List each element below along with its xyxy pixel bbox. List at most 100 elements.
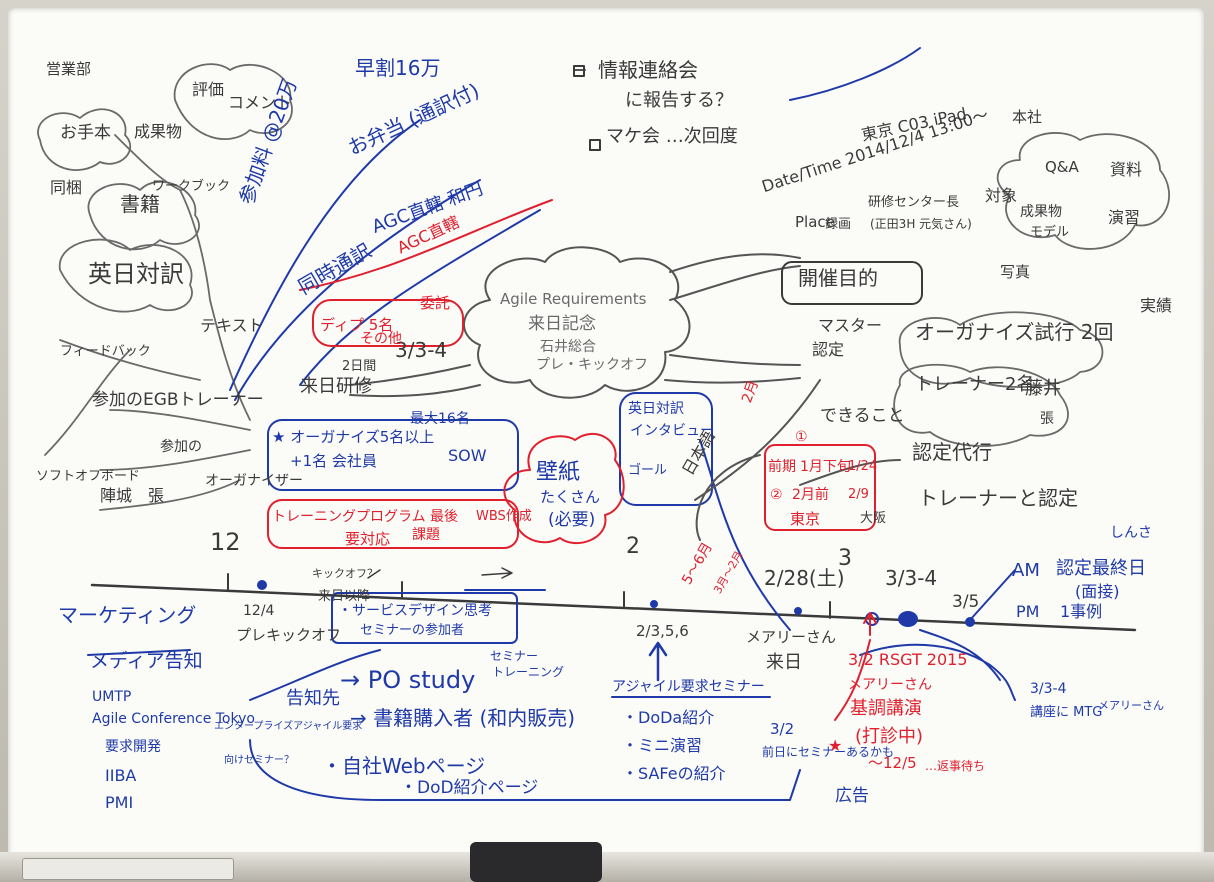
- note-k19: 来日研修: [300, 376, 372, 397]
- note-b42: 広告: [835, 786, 869, 806]
- note-k08: ワークブック: [152, 179, 231, 194]
- note-b17: マーケティング: [58, 603, 197, 627]
- red-box-training: [267, 499, 519, 549]
- note-k18: 2日間: [342, 359, 377, 374]
- note-k67: (面接): [1075, 582, 1120, 601]
- note-r20: 東京: [790, 510, 821, 528]
- timeline-line: [90, 583, 1137, 632]
- note-k26: に報告する？: [625, 90, 733, 111]
- note-b13: 英日対訳: [628, 401, 684, 417]
- note-b10: 壁紙: [536, 460, 581, 485]
- note-b07: +1名 会社員: [290, 452, 377, 470]
- note-k15: ソフトオフボード: [36, 469, 141, 484]
- note-k44: 認定: [812, 340, 845, 359]
- marker-box: [22, 858, 234, 880]
- blue-up-arrow: [648, 641, 668, 682]
- note-r01: ディプ 5名: [320, 316, 394, 334]
- note-k51: 認定代行: [912, 440, 992, 464]
- note-k63: 3/3-4: [885, 566, 938, 590]
- note-k64: 3/5: [952, 592, 980, 612]
- note-k60: メアリーさん: [746, 628, 837, 646]
- red-box-schedule: [764, 444, 876, 531]
- note-b44: 向けセミナー？: [224, 755, 294, 766]
- note-r25: (打診中): [855, 726, 924, 747]
- note-k61: 来日: [766, 652, 802, 673]
- note-k16: 陣城 張: [100, 486, 165, 505]
- checkbox-2: [589, 139, 601, 151]
- note-b39: 3/3-4: [1030, 681, 1067, 697]
- note-b30: → 書籍購入者 (和内販売): [350, 706, 576, 730]
- note-b27: → PO study: [340, 666, 476, 694]
- note-k59: 2/3,5,6: [636, 622, 689, 640]
- note-k32: 研修センター長: [868, 195, 960, 210]
- note-k48: 藤井: [1025, 378, 1061, 399]
- checkbox-1: [573, 65, 585, 77]
- left-mindmap-clouds: [37, 63, 293, 313]
- note-b09: SOW: [448, 446, 487, 465]
- note-b25: ・サービスデザイン思考: [338, 603, 492, 619]
- note-b28: セミナー: [490, 649, 539, 663]
- note-b19: UMTP: [92, 689, 132, 705]
- note-k02: お手本: [60, 123, 111, 143]
- note-r22: 3/2 RSGT 2015: [848, 650, 968, 669]
- note-r15: 1月下旬: [800, 459, 851, 475]
- note-b32: ・DoD紹介ページ: [400, 778, 539, 798]
- note-k31: 録画: [825, 217, 852, 232]
- note-r26: 〜12/5: [868, 754, 917, 772]
- note-k05: 成果物: [134, 122, 183, 141]
- note-b22: IIBA: [105, 766, 137, 785]
- note-k56: プレキックオフ: [236, 626, 342, 644]
- note-k54: 3: [838, 546, 852, 571]
- note-r13: ①: [795, 429, 808, 445]
- blue-kickoff-box: [267, 419, 519, 491]
- note-k49: 張: [1040, 411, 1054, 427]
- red-lines: [299, 199, 877, 721]
- note-b14: インタビュー: [630, 423, 714, 439]
- note-k33: (正田3H 元気さん): [870, 217, 972, 231]
- whiteboard-surface: [8, 8, 1204, 860]
- note-b46: しんさ: [1110, 525, 1152, 541]
- note-b24: 告知先: [286, 688, 340, 709]
- note-k11: フィードバック: [60, 344, 151, 359]
- red-cloud: [503, 433, 625, 545]
- note-k66: 認定最終日: [1056, 558, 1146, 579]
- note-b29: トレーニング: [492, 665, 565, 679]
- note-b15: ゴール: [628, 463, 668, 478]
- branch-right-upper: [669, 253, 801, 301]
- note-b12: (必要): [548, 510, 596, 530]
- note-k01: 営業部: [46, 60, 92, 78]
- note-b35: ・ミニ演習: [622, 736, 703, 755]
- note-b43: エンタープライズアジャイル要求: [214, 721, 363, 732]
- note-b38: 前日にセミナーあるかも: [762, 745, 895, 759]
- note-r23: メアリーさん: [848, 677, 932, 693]
- timeline-arrow-labels: [367, 567, 513, 579]
- note-k53: 2: [626, 534, 640, 559]
- note-k57: キックオフ？: [312, 567, 378, 580]
- note-k69: 1事例: [1060, 602, 1103, 621]
- note-r28: …返事待ち: [925, 759, 986, 773]
- note-k42: 開催目的: [798, 266, 878, 290]
- note-r24: 基調講演: [850, 698, 922, 719]
- note-k07: 書籍: [120, 192, 160, 216]
- gray-misc: [574, 69, 901, 541]
- note-k62: 2/28(土): [764, 566, 845, 590]
- note-k03: 評価: [192, 80, 225, 99]
- note-b26: セミナーの参加者: [360, 623, 465, 638]
- note-k14: オーガナイザー: [205, 473, 303, 489]
- note-k04: コメント: [228, 93, 293, 112]
- note-k38: 成果物: [1020, 204, 1062, 220]
- note-b08: 最大16名: [410, 411, 470, 427]
- note-r16: 1/24: [848, 459, 878, 474]
- note-r14: 前期: [768, 459, 796, 475]
- eraser: [470, 842, 602, 882]
- note-r21: 大阪: [860, 511, 887, 526]
- note-r06: 要対応: [345, 530, 391, 548]
- note-b06: ★ オーガナイズ5名以上: [272, 428, 435, 446]
- note-k45: オーガナイズ試行 2回: [915, 320, 1114, 344]
- note-k36: Q&A: [1045, 158, 1079, 176]
- note-k20: 3/3-4: [395, 338, 448, 362]
- note-r17: ②: [770, 487, 783, 503]
- note-k22: 来日記念: [528, 314, 596, 334]
